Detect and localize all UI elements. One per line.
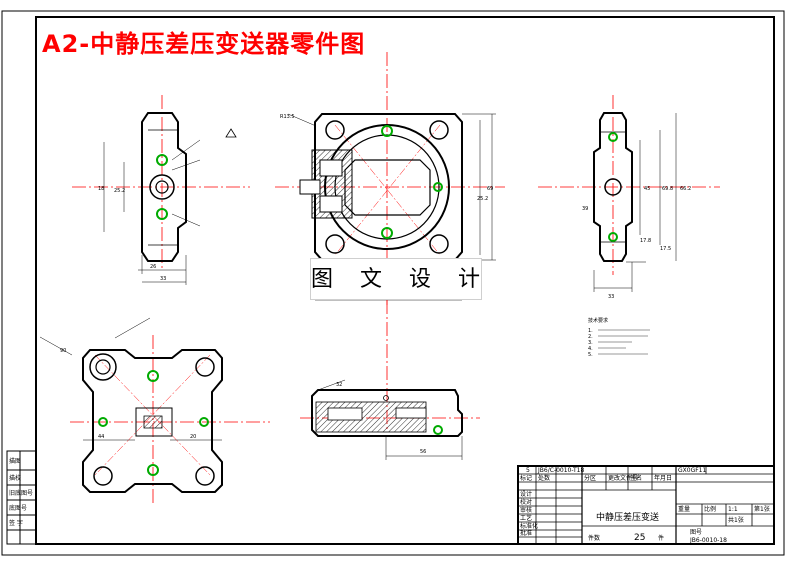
title-block-header: 分区 [584, 474, 596, 482]
title-block-count-unit: 件 [658, 534, 664, 542]
left-side-view [72, 95, 250, 285]
left-strip-table [6, 450, 37, 545]
title-block-row-label: 设计 [520, 490, 532, 498]
front-view [275, 52, 505, 305]
section-view [300, 300, 480, 460]
title-block-scale-ratio: 1:1 [728, 506, 738, 513]
strip-label: 底图号 [9, 504, 27, 512]
technical-notes [598, 329, 650, 355]
right-side-view [538, 95, 720, 292]
dim-label: 20 [190, 434, 196, 440]
dim-label: 17.5 [660, 246, 671, 252]
title-block-row-label: 处数 [538, 474, 550, 482]
strip-label: 描图 [9, 457, 21, 465]
drawing-frame [35, 16, 775, 545]
dim-label: 44 [98, 434, 104, 440]
notes-heading: 技术要求 [588, 317, 608, 324]
dim-label: 45 [644, 186, 650, 192]
dim-label: 66.2 [680, 186, 691, 192]
title-block-header: 更改文件号 [608, 474, 638, 482]
notes-line: 5. [588, 352, 593, 358]
title-block-row-label: 标准化 [520, 522, 538, 530]
bottom-view [39, 317, 270, 505]
title-block-count-label: 件数 [588, 534, 600, 542]
notes-line: 4. [588, 346, 593, 352]
strip-label: 签 字 [9, 519, 23, 527]
strip-label: 描校 [9, 474, 21, 482]
drawing-title: A2-中静压差压变送器零件图 [42, 30, 366, 58]
dim-label: 25.2 [114, 188, 125, 194]
title-block-header: 年月日 [654, 474, 672, 482]
title-block-drawing-no: JB6-0010-18 [689, 537, 727, 544]
title-block-row-label: 标记 [520, 474, 532, 482]
dim-label: 90 [60, 348, 66, 354]
dim-label: 17.8 [640, 238, 651, 244]
dim-label: 26 [150, 264, 156, 270]
title-block-sheet-no: 第1张 [754, 505, 770, 513]
title-block-header: 签名 [630, 474, 642, 482]
title-block-count-value: 25 [634, 533, 645, 543]
title-block-weight-label: 重量 [678, 505, 690, 513]
dim-label: 32 [336, 382, 342, 388]
title-block-part-code: JB6/C-0010-T18 [537, 467, 584, 474]
title-block-row-label: 校对 [520, 498, 532, 506]
notes-line: 1. [588, 328, 593, 334]
paper-border [1, 10, 785, 556]
title-block-grid [517, 465, 775, 545]
dim-label: 18 [98, 186, 104, 192]
title-block-scale-label: 比例 [704, 505, 716, 513]
title-block-part-name: 中静压差压变送 [596, 511, 659, 523]
title-block-drawing-no-label: 图号 [690, 529, 702, 536]
title-block-count: 5 [526, 467, 530, 474]
title-block-material-code: GX0GF11 [678, 467, 706, 474]
dim-label: 56 [420, 449, 426, 455]
dim-label: 25.2 [477, 196, 488, 202]
title-block-row-label: 批准 [520, 529, 532, 537]
strip-label: 旧底图号 [9, 489, 33, 497]
title-block-row-label: 审核 [520, 506, 532, 514]
dim-label: 33 [608, 294, 614, 300]
title-block-sheet-total: 共1张 [728, 516, 744, 524]
dim-label: 69.8 [662, 186, 673, 192]
notes-line: 3. [588, 340, 593, 346]
title-block-row-label: 工艺 [520, 514, 532, 522]
watermark: 图 文 设 计 [310, 258, 482, 300]
dim-label: 39 [582, 206, 588, 212]
dim-label: R13.5 [280, 114, 295, 120]
dim-label: 69 [487, 186, 493, 192]
notes-line: 2. [588, 334, 593, 340]
dim-label: 33 [160, 276, 166, 282]
